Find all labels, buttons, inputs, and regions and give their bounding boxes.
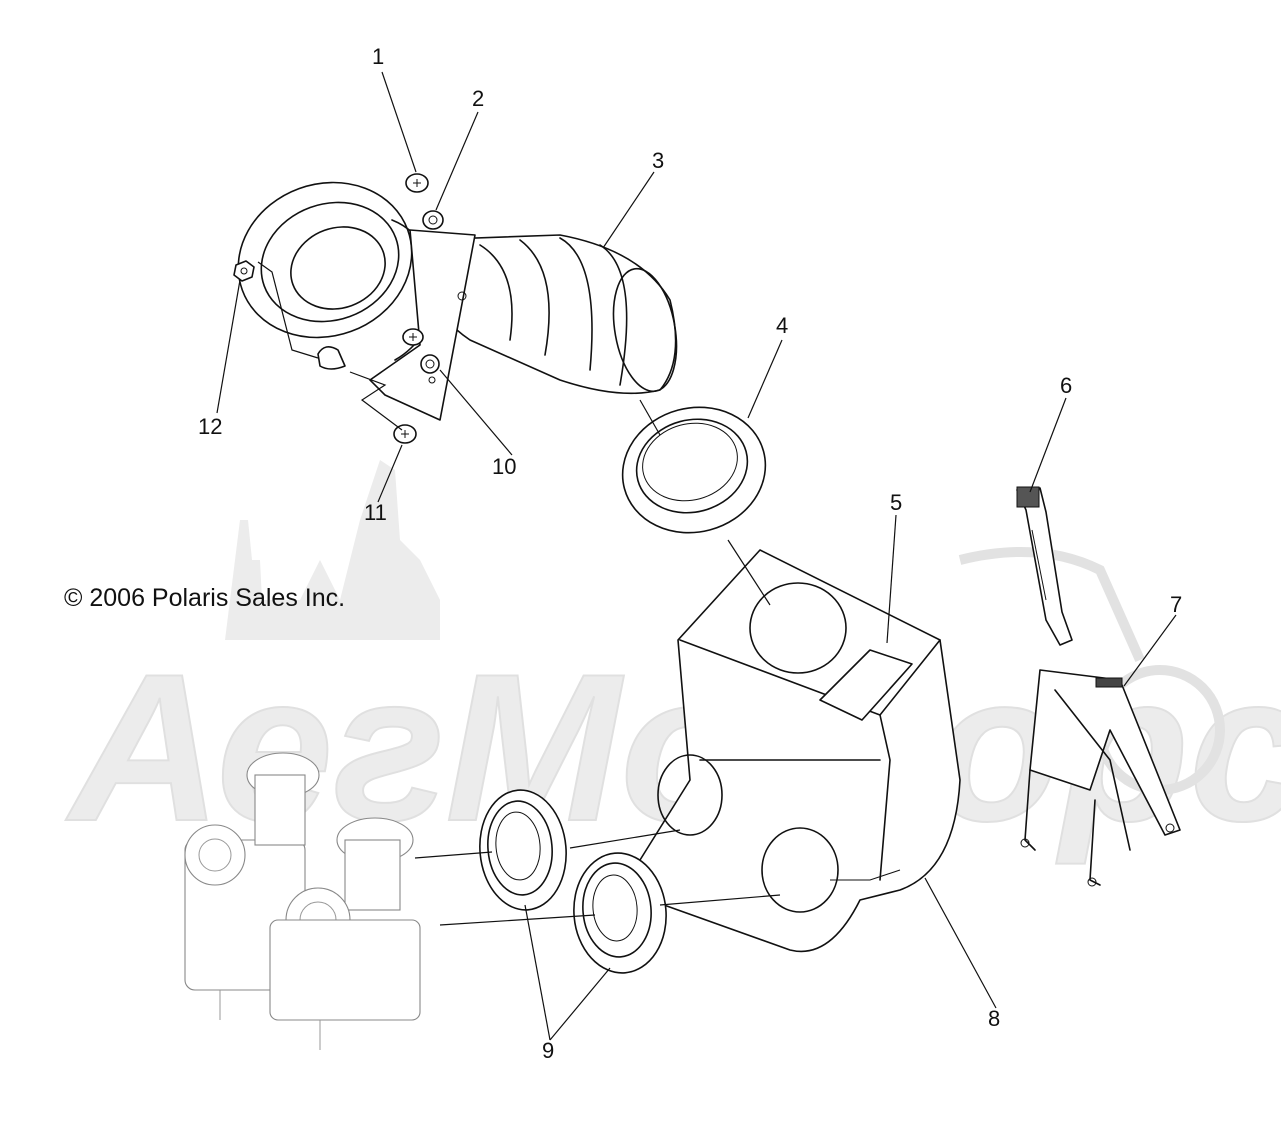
nut-icon <box>233 260 255 282</box>
callouts: 1 2 3 4 5 6 7 8 9 10 11 12 <box>198 44 1182 1063</box>
callout-5: 5 <box>890 490 902 515</box>
callout-4: 4 <box>776 313 788 338</box>
callout-10: 10 <box>492 454 516 479</box>
boot-seal <box>573 852 667 974</box>
watermark-castle <box>225 460 440 640</box>
clamp-ring <box>621 406 767 534</box>
carburetor-assembly <box>184 752 421 1050</box>
washer-icon <box>422 210 444 230</box>
callout-7: 7 <box>1170 592 1182 617</box>
copyright-notice: © 2006 Polaris Sales Inc. <box>64 584 345 612</box>
bracket <box>1020 669 1181 887</box>
screw-icon <box>402 328 424 346</box>
screw-icon <box>393 424 417 444</box>
callout-2: 2 <box>472 86 484 111</box>
callout-8: 8 <box>988 1006 1000 1031</box>
leader-lines <box>216 71 1177 1041</box>
callout-1: 1 <box>372 44 384 69</box>
callout-9: 9 <box>542 1038 554 1063</box>
intake-duct <box>237 181 678 395</box>
callout-12: 12 <box>198 414 222 439</box>
decal <box>819 649 913 721</box>
boot-seal <box>479 789 567 911</box>
callout-11: 11 <box>364 500 387 525</box>
duct-bracket <box>317 229 476 421</box>
airbox <box>639 549 961 953</box>
screw-icon <box>405 173 429 193</box>
strap <box>1016 486 1073 646</box>
callout-3: 3 <box>652 148 664 173</box>
callout-6: 6 <box>1060 373 1072 398</box>
